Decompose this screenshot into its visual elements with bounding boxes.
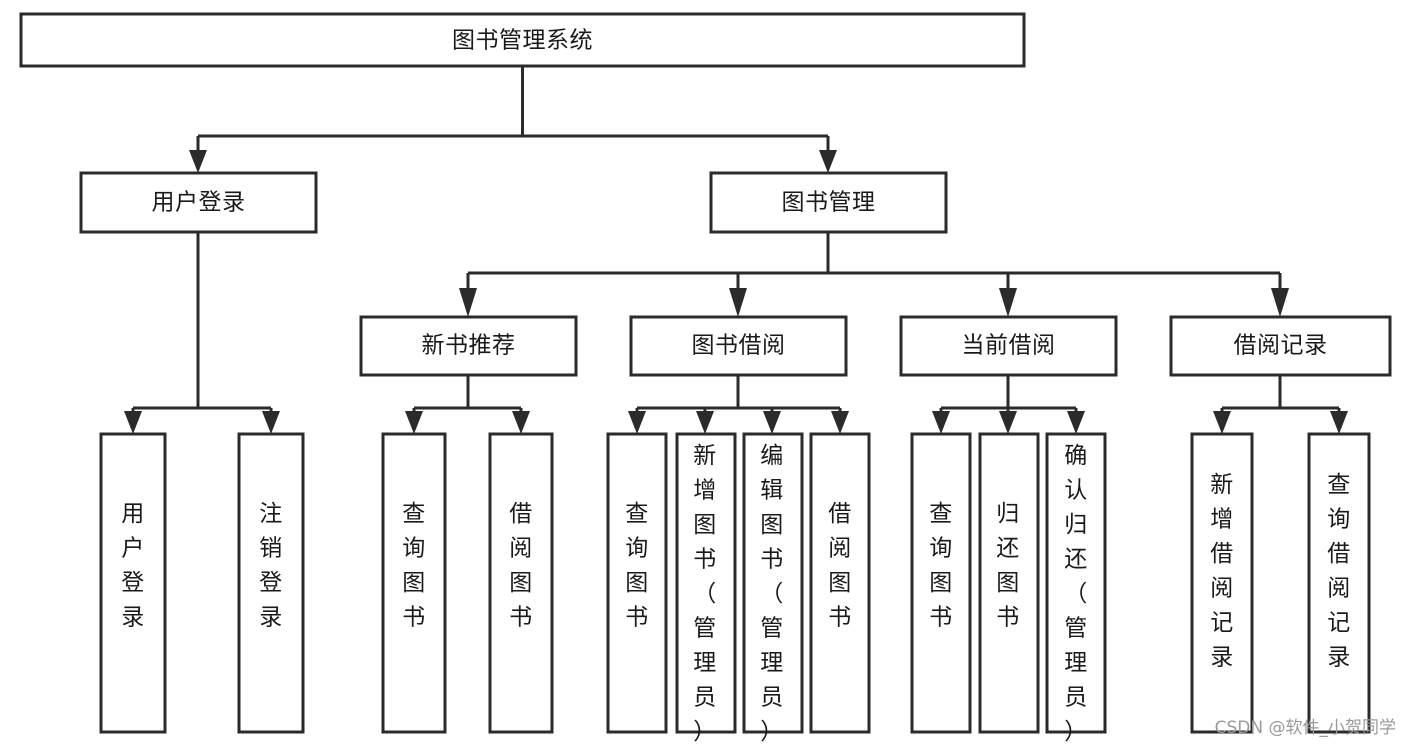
node-user-login-box[interactable] (79, 171, 318, 234)
arrow-head-l3-2 (999, 288, 1017, 317)
node-current-borrow-box[interactable] (899, 315, 1118, 377)
leaf-node-query-book-borrow-box[interactable] (606, 432, 668, 734)
arrow-head-user-login (189, 150, 207, 173)
arrow-head-book-mgmt (819, 150, 837, 173)
arrow-head-l3-1 (729, 288, 747, 317)
arrow-head-leaf-11 (1213, 411, 1231, 434)
leaf-node-borrow-book-recommend-label: 借阅图书 (509, 501, 533, 631)
arrow-head-leaf-7 (831, 411, 849, 434)
arrow-head-leaf-6 (763, 411, 781, 434)
leaf-node-query-book-recommend-label: 查询图书 (402, 501, 426, 631)
node-root-box[interactable] (19, 12, 1026, 68)
leaf-node-edit-book-admin-box[interactable] (742, 432, 804, 734)
node-book-borrow[interactable]: 图书借阅 (629, 315, 848, 377)
arrow-head-l3-3 (1271, 288, 1289, 317)
leaf-node-confirm-return-admin-box[interactable] (1045, 432, 1107, 734)
leaf-node-return-book-box[interactable] (978, 432, 1040, 734)
node-borrow-record-label: 借阅记录 (1234, 333, 1328, 359)
leaf-node-logout[interactable]: 注销登录 (237, 432, 305, 734)
node-new-book-recommend[interactable]: 新书推荐 (359, 315, 578, 377)
node-book-management-label: 图书管理 (782, 190, 876, 216)
leaf-node-borrow-book-label: 借阅图书 (828, 501, 852, 631)
leaf-node-query-book-current-label: 查询图书 (929, 501, 953, 631)
arrow-head-leaf-3 (512, 411, 530, 434)
leaf-node-confirm-return-admin-label: 确认归还（管理员） (1064, 443, 1088, 745)
leaf-node-add-book-admin-label: 新增图书（管理员） (693, 443, 717, 745)
leaf-node-edit-book-admin-label: 编辑图书（管理员） (760, 443, 784, 745)
arrow-head-leaf-1 (262, 411, 280, 434)
leaf-node-user-login-box[interactable] (99, 432, 167, 734)
arrow-head-leaf-12 (1330, 411, 1348, 434)
leaf-node-query-borrow-record-box[interactable] (1307, 432, 1371, 734)
arrow-head-leaf-0 (124, 411, 142, 434)
leaf-node-logout-label: 注销登录 (259, 501, 283, 631)
leaf-node-query-book-recommend-box[interactable] (381, 432, 447, 734)
leaf-node-return-book-label: 归还图书 (996, 501, 1020, 631)
node-book-borrow-box[interactable] (629, 315, 848, 377)
leaf-node-edit-book-admin[interactable]: 编辑图书（管理员） (742, 432, 804, 745)
arrow-head-leaf-2 (405, 411, 423, 434)
node-new-book-recommend-box[interactable] (359, 315, 578, 377)
node-root[interactable]: 图书管理系统 (19, 12, 1026, 68)
leaf-node-add-borrow-record[interactable]: 新增借阅记录 (1190, 432, 1254, 734)
leaf-node-query-book-current-box[interactable] (910, 432, 972, 734)
arrow-head-leaf-9 (999, 411, 1017, 434)
arrow-head-leaf-4 (628, 411, 646, 434)
node-book-borrow-label: 图书借阅 (692, 333, 786, 359)
leaf-node-query-book-borrow-label: 查询图书 (625, 501, 649, 631)
leaf-node-logout-box[interactable] (237, 432, 305, 734)
node-book-management-box[interactable] (709, 171, 948, 234)
node-new-book-recommend-label: 新书推荐 (422, 333, 516, 359)
node-borrow-record[interactable]: 借阅记录 (1169, 315, 1392, 377)
leaf-node-return-book[interactable]: 归还图书 (978, 432, 1040, 734)
leaf-node-user-login-label: 用户登录 (121, 501, 145, 631)
leaf-node-query-borrow-record-label: 查询借阅记录 (1327, 472, 1351, 671)
leaf-node-confirm-return-admin[interactable]: 确认归还（管理员） (1045, 432, 1107, 745)
leaf-node-query-borrow-record[interactable]: 查询借阅记录 (1307, 432, 1371, 734)
arrow-head-leaf-10 (1067, 411, 1085, 434)
leaf-node-add-borrow-record-label: 新增借阅记录 (1210, 472, 1234, 671)
node-borrow-record-box[interactable] (1169, 315, 1392, 377)
node-user-login-label: 用户登录 (152, 190, 246, 216)
arrow-head-leaf-8 (932, 411, 950, 434)
node-root-label: 图书管理系统 (452, 28, 593, 54)
arrow-head-l3-0 (459, 288, 477, 317)
node-book-management[interactable]: 图书管理 (709, 171, 948, 234)
csdn-watermark: CSDN @软件_小贺同学 (1215, 718, 1396, 738)
leaf-node-borrow-book[interactable]: 借阅图书 (809, 432, 871, 734)
leaf-node-query-book-borrow[interactable]: 查询图书 (606, 432, 668, 734)
leaf-node-add-book-admin-box[interactable] (675, 432, 737, 734)
leaf-node-query-book-current[interactable]: 查询图书 (910, 432, 972, 734)
leaf-node-borrow-book-recommend[interactable]: 借阅图书 (488, 432, 554, 734)
leaf-node-borrow-book-box[interactable] (809, 432, 871, 734)
arrow-head-leaf-5 (696, 411, 714, 434)
leaf-node-add-borrow-record-box[interactable] (1190, 432, 1254, 734)
node-current-borrow-label: 当前借阅 (962, 333, 1056, 359)
node-current-borrow[interactable]: 当前借阅 (899, 315, 1118, 377)
leaf-node-query-book-recommend[interactable]: 查询图书 (381, 432, 447, 734)
node-user-login[interactable]: 用户登录 (79, 171, 318, 234)
leaf-node-user-login[interactable]: 用户登录 (99, 432, 167, 734)
leaf-node-borrow-book-recommend-box[interactable] (488, 432, 554, 734)
leaf-node-add-book-admin[interactable]: 新增图书（管理员） (675, 432, 737, 745)
connector-layer (124, 66, 1348, 434)
